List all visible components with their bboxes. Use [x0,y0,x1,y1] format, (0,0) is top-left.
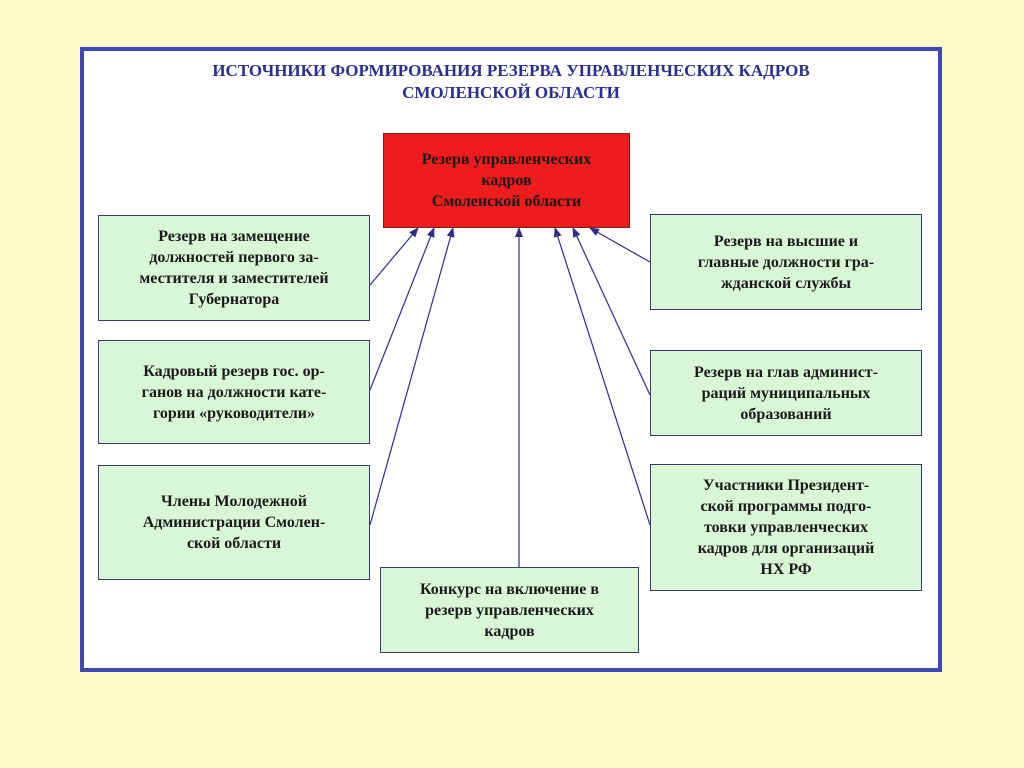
node-line: должностей первого за- [149,249,319,266]
source-node-right-2: Резерв на глав админист- раций муниципал… [650,350,922,436]
node-line: Резерв на глав админист- [694,363,878,381]
source-node-left-1: Резерв на замещение должностей первого з… [98,215,370,321]
node-line: Администрации Смолен- [142,514,326,531]
arrow-left-1 [369,227,419,286]
node-line: местителя и заместителей [139,270,329,287]
node-line: ганов на должности кате- [141,383,327,401]
node-line: Резерв на высшие и [713,232,859,250]
source-node-right-3: Участники Президент- ской программы подг… [650,464,922,591]
node-line: кадров [484,622,535,640]
node-line: жданской службы [721,274,851,292]
node-line: Конкурс на включение в [420,580,599,598]
source-node-left-3: Члены Молодежной Администрации Смолен- с… [98,465,370,580]
node-line: Члены Молодежной [161,493,307,510]
center-node-line: Резерв управленческих [421,151,592,168]
node-line: ской области [186,535,282,552]
arrow-right-1 [589,227,651,263]
title-line-1: ИСТОЧНИКИ ФОРМИРОВАНИЯ РЕЗЕРВА УПРАВЛЕНЧ… [212,61,810,80]
title-line-2: СМОЛЕНСКОЙ ОБЛАСТИ [402,83,620,102]
node-line: Кадровый резерв гос. ор- [143,362,325,380]
center-node-line: кадров [481,172,532,189]
node-line: главные должности гра- [697,253,875,271]
node-line: гории «руководители» [152,404,316,422]
node-line: кадров для организаций [697,540,875,557]
arrow-right-2 [572,227,651,396]
node-line: НХ РФ [760,561,812,578]
node-line: Участники Президент- [702,477,870,494]
center-node-line: Смоленской области [431,193,582,210]
arrow-right-3 [553,227,651,526]
node-line: Губернатора [188,291,280,308]
source-node-left-2: Кадровый резерв гос. ор- ганов на должно… [98,340,370,444]
center-node: Резерв управленческих кадров Смоленской … [383,133,630,228]
node-line: Резерв на замещение [158,228,310,245]
diagram-title: ИСТОЧНИКИ ФОРМИРОВАНИЯ РЕЗЕРВА УПРАВЛЕНЧ… [80,60,942,104]
arrow-left-2 [369,227,435,391]
source-node-right-1: Резерв на высшие и главные должности гра… [650,214,922,310]
node-line: образований [740,405,832,423]
source-node-bottom: Конкурс на включение в резерв управленче… [380,567,639,653]
arrow-left-3 [369,227,455,526]
node-line: товки управленческих [703,519,869,536]
node-line: резерв управленческих [425,601,594,619]
node-line: ской программы подго- [700,498,872,515]
node-line: раций муниципальных [701,384,871,402]
